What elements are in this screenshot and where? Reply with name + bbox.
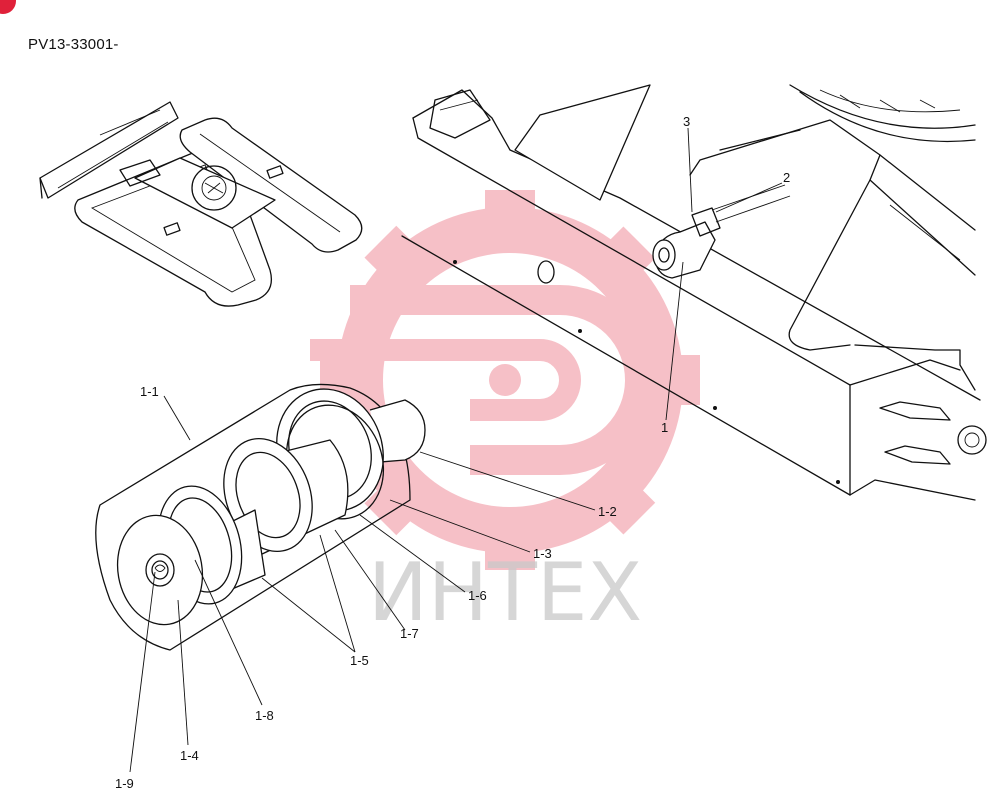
- watermark-text: ИНТЕХ: [368, 546, 642, 639]
- callout-3: 3: [683, 114, 690, 129]
- track-frame-drawing: [401, 84, 987, 501]
- callout-1-2: 1-2: [598, 504, 617, 519]
- callout-1-9: 1-9: [115, 776, 134, 791]
- callout-1-3: 1-3: [533, 546, 552, 561]
- callout-1-4: 1-4: [180, 748, 199, 763]
- watermark-gear-icon: [310, 190, 700, 570]
- overview-undercarriage-drawing: [39, 101, 363, 307]
- callout-1-8: 1-8: [255, 708, 274, 723]
- carrier-roller-drawing: [95, 383, 426, 651]
- callout-2: 2: [783, 170, 790, 185]
- callout-1-6: 1-6: [468, 588, 487, 603]
- callout-1-5: 1-5: [350, 653, 369, 668]
- callout-1-1: 1-1: [140, 384, 159, 399]
- callout-1: 1: [661, 420, 668, 435]
- callout-labels: 3 2 1 1-1 1-2 1-3 1-6 1-7 1-5 1-8 1-4 1-…: [115, 114, 790, 791]
- leader-lines: [129, 127, 783, 773]
- document-code: PV13-33001-: [28, 36, 119, 53]
- callout-1-7: 1-7: [400, 626, 419, 641]
